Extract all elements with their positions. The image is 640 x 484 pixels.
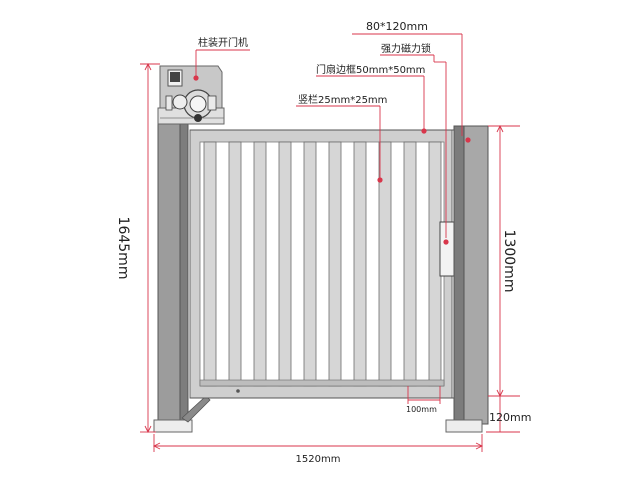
total-height-label: 1645mm xyxy=(115,217,131,280)
bottom-rail xyxy=(199,379,445,387)
post-size-label: 80*120mm xyxy=(366,20,428,33)
lock-label: 强力磁力锁 xyxy=(381,42,431,55)
callout-markers xyxy=(193,75,471,245)
leaf-height-label: 1300mm xyxy=(501,230,517,293)
bottom-gap-label: 100mm xyxy=(406,405,437,414)
dimension-lines xyxy=(140,33,520,452)
magnetic-lock-body xyxy=(439,221,455,277)
base-height-label: 120mm xyxy=(489,411,531,424)
frame-label: 门扇边框50mm*50mm xyxy=(316,63,425,76)
bars-label: 竖栏25mm*25mm xyxy=(298,93,387,106)
left-post-base xyxy=(153,419,193,433)
gate-stop-wedge xyxy=(181,395,211,423)
motor-label: 柱装开门机 xyxy=(198,36,248,49)
gate-leaf xyxy=(189,129,458,399)
gate-motor xyxy=(157,65,225,125)
right-post-base xyxy=(445,419,483,433)
right-post xyxy=(445,125,489,433)
left-post xyxy=(153,123,211,433)
total-width-label: 1520mm xyxy=(296,454,341,465)
